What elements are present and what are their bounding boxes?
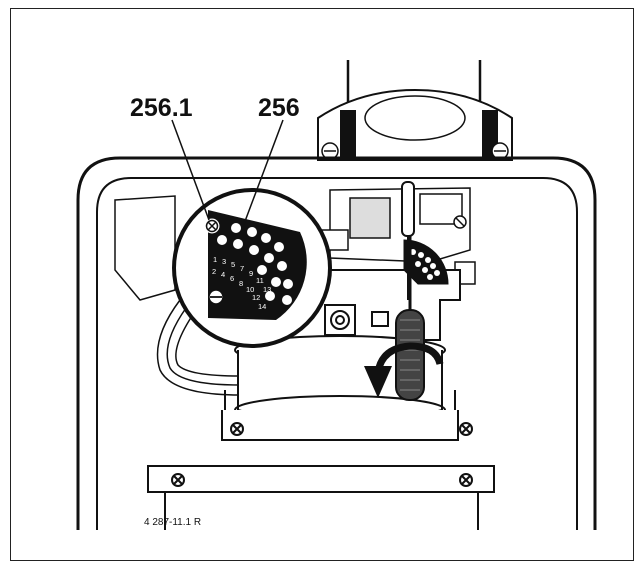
scale-number: 3 [222, 257, 226, 266]
scale-number: 9 [249, 269, 253, 278]
left-bracket [114, 195, 176, 301]
scale-number: 14 [258, 302, 266, 311]
callout-label-256-1: 256.1 [130, 94, 193, 122]
scale-number: 2 [212, 267, 216, 276]
scale-number: 4 [221, 270, 225, 279]
scale-number: 8 [239, 279, 243, 288]
leader-lines [171, 119, 284, 225]
blower-assembly [317, 187, 476, 285]
housing-outline [76, 156, 597, 530]
screw-icon [204, 218, 220, 234]
callout-label-256: 256 [258, 94, 300, 122]
mounting-plate [221, 410, 473, 441]
rotation-arrow-icon [364, 342, 444, 398]
scale-number: 12 [252, 293, 260, 302]
screw-icon [208, 289, 224, 305]
screwdriver-icon [395, 181, 425, 401]
scale-number: 1 [213, 255, 217, 264]
base-plate [147, 465, 495, 530]
scale-number: 10 [246, 285, 254, 294]
scale-number: 6 [230, 274, 234, 283]
adjustment-holes [217, 223, 293, 305]
scale-number: 7 [240, 264, 244, 273]
scale-numbers: 1 3 5 7 9 11 13 2 4 6 8 10 12 14 [212, 255, 271, 311]
top-flange [317, 88, 513, 161]
magnified-inset: 1 3 5 7 9 11 13 2 4 6 8 10 12 14 [172, 188, 332, 348]
drawing-code: 4 287-11.1 R [144, 517, 201, 528]
scale-number: 13 [263, 285, 271, 294]
scale-number: 11 [256, 276, 264, 285]
scale-number: 5 [231, 260, 235, 269]
